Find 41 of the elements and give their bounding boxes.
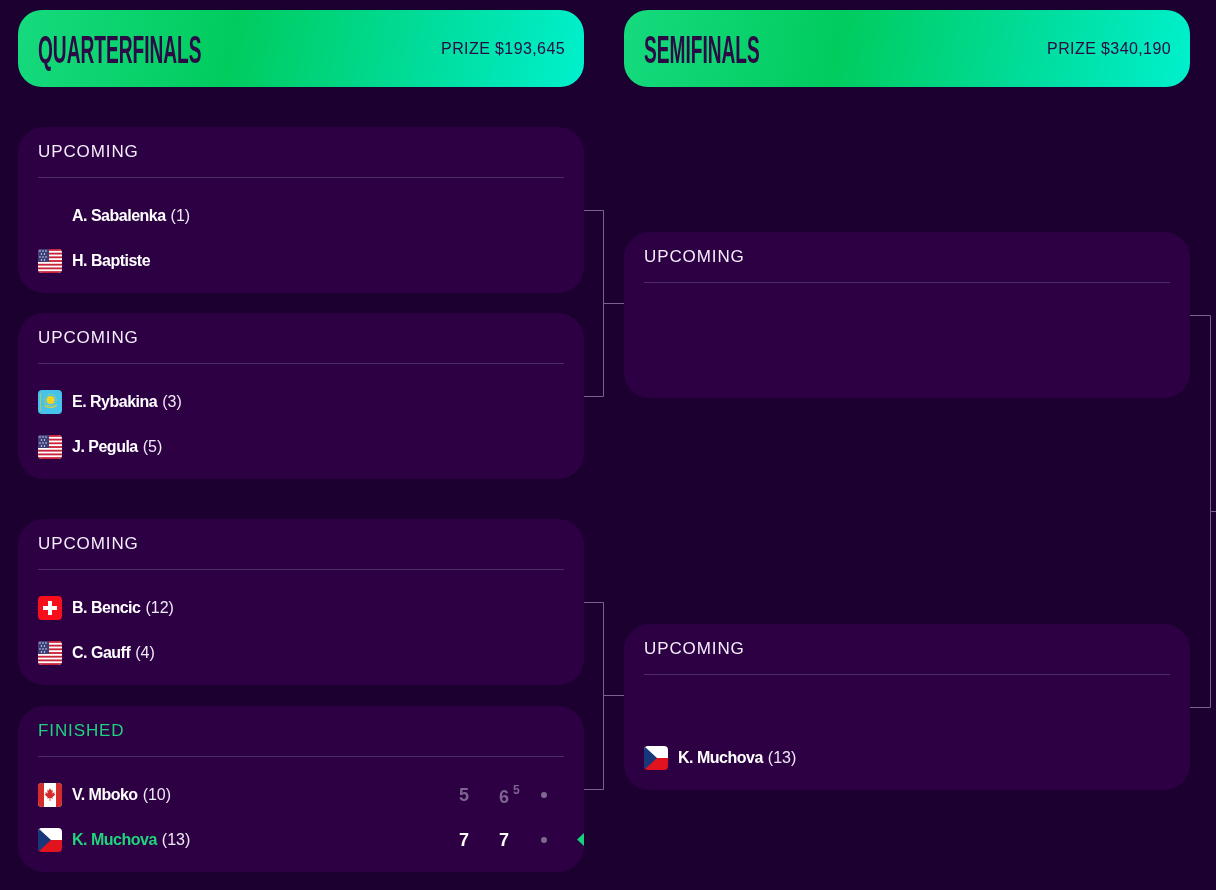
- match-status: UPCOMING: [38, 533, 139, 555]
- seed-number: (13): [767, 749, 797, 767]
- seed-number: (1): [170, 207, 191, 225]
- match-card: [18, 313, 584, 479]
- match-status: UPCOMING: [38, 327, 139, 349]
- match-card: [624, 624, 1190, 790]
- player-name: E. Rybakina: [72, 393, 158, 411]
- round-title: SEMIFINALS: [644, 30, 760, 69]
- round-title: QUARTERFINALS: [38, 30, 202, 69]
- seed-number: (3): [162, 393, 182, 411]
- match-card: [624, 232, 1190, 398]
- bracket-line: [583, 303, 625, 397]
- player-name: H. Baptiste: [72, 252, 151, 270]
- seed-number: (13): [161, 831, 191, 849]
- match-status: UPCOMING: [644, 638, 745, 660]
- set-score: 5: [459, 785, 469, 804]
- match-card: [18, 127, 584, 293]
- match-status: UPCOMING: [38, 141, 139, 163]
- set-score: 7: [459, 830, 469, 849]
- player-name: C. Gauff: [72, 644, 131, 662]
- seed-number: (4): [135, 644, 155, 662]
- round-header-banner: [18, 10, 584, 87]
- seed-number: (10): [142, 786, 172, 804]
- player-name: J. Pegula: [72, 438, 138, 456]
- match-status: FINISHED: [38, 720, 125, 742]
- match-card: [18, 519, 584, 685]
- prize-amount: PRIZE $340,190: [1047, 39, 1171, 58]
- player-name: K. Muchova: [72, 831, 157, 849]
- seed-number: (12): [145, 599, 174, 617]
- seed-number: (5): [142, 438, 163, 456]
- prize-amount: PRIZE $193,645: [441, 39, 565, 58]
- player-name: V. Mboko: [72, 786, 138, 804]
- match-status: UPCOMING: [644, 246, 745, 268]
- bracket-line: [583, 695, 625, 790]
- match-card: [18, 706, 584, 872]
- set-score: 7: [499, 830, 509, 849]
- player-name: K. Muchova: [678, 749, 763, 767]
- player-name: A. Sabalenka: [72, 207, 166, 225]
- round-header-banner: [624, 10, 1190, 87]
- set-score: 6$^{5}$: [499, 783, 520, 806]
- player-name: B. Bencic: [72, 599, 141, 617]
